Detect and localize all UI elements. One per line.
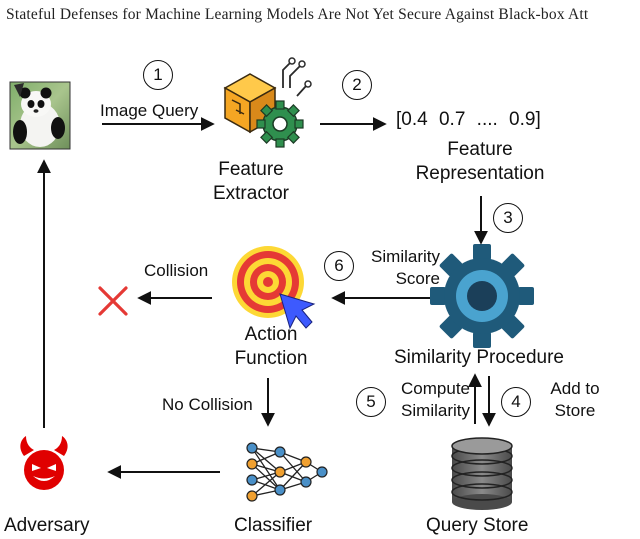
adversary-label: Adversary [4,515,90,536]
no-collision-label: No Collision [162,395,253,414]
feature-vector: [0.4 0.7 .... 0.9] [396,109,541,130]
neural-network-icon [246,442,328,502]
step-4-badge: 4 [501,387,531,417]
feature-extractor-icon [223,57,312,148]
page-header: Stateful Defenses for Machine Learning M… [6,6,589,23]
adversary-devil-icon [20,436,68,490]
step-2-badge: 2 [342,70,372,100]
similarity-gear-icon [430,244,534,348]
step-6-badge: 6 [324,251,354,281]
database-icon [451,437,513,510]
collision-label: Collision [144,261,209,280]
step-3-badge: 3 [493,203,523,233]
classifier-label: Classifier [234,515,313,536]
step-1-badge: 1 [143,60,173,90]
similarity-procedure-label: Similarity Procedure [394,347,564,368]
collision-cross-icon [98,286,128,316]
target-icon [232,246,316,330]
step-5-badge: 5 [356,387,386,417]
image-query-label: Image Query [100,101,199,120]
query-store-label: Query Store [426,515,529,536]
panda-image-icon [9,81,71,150]
